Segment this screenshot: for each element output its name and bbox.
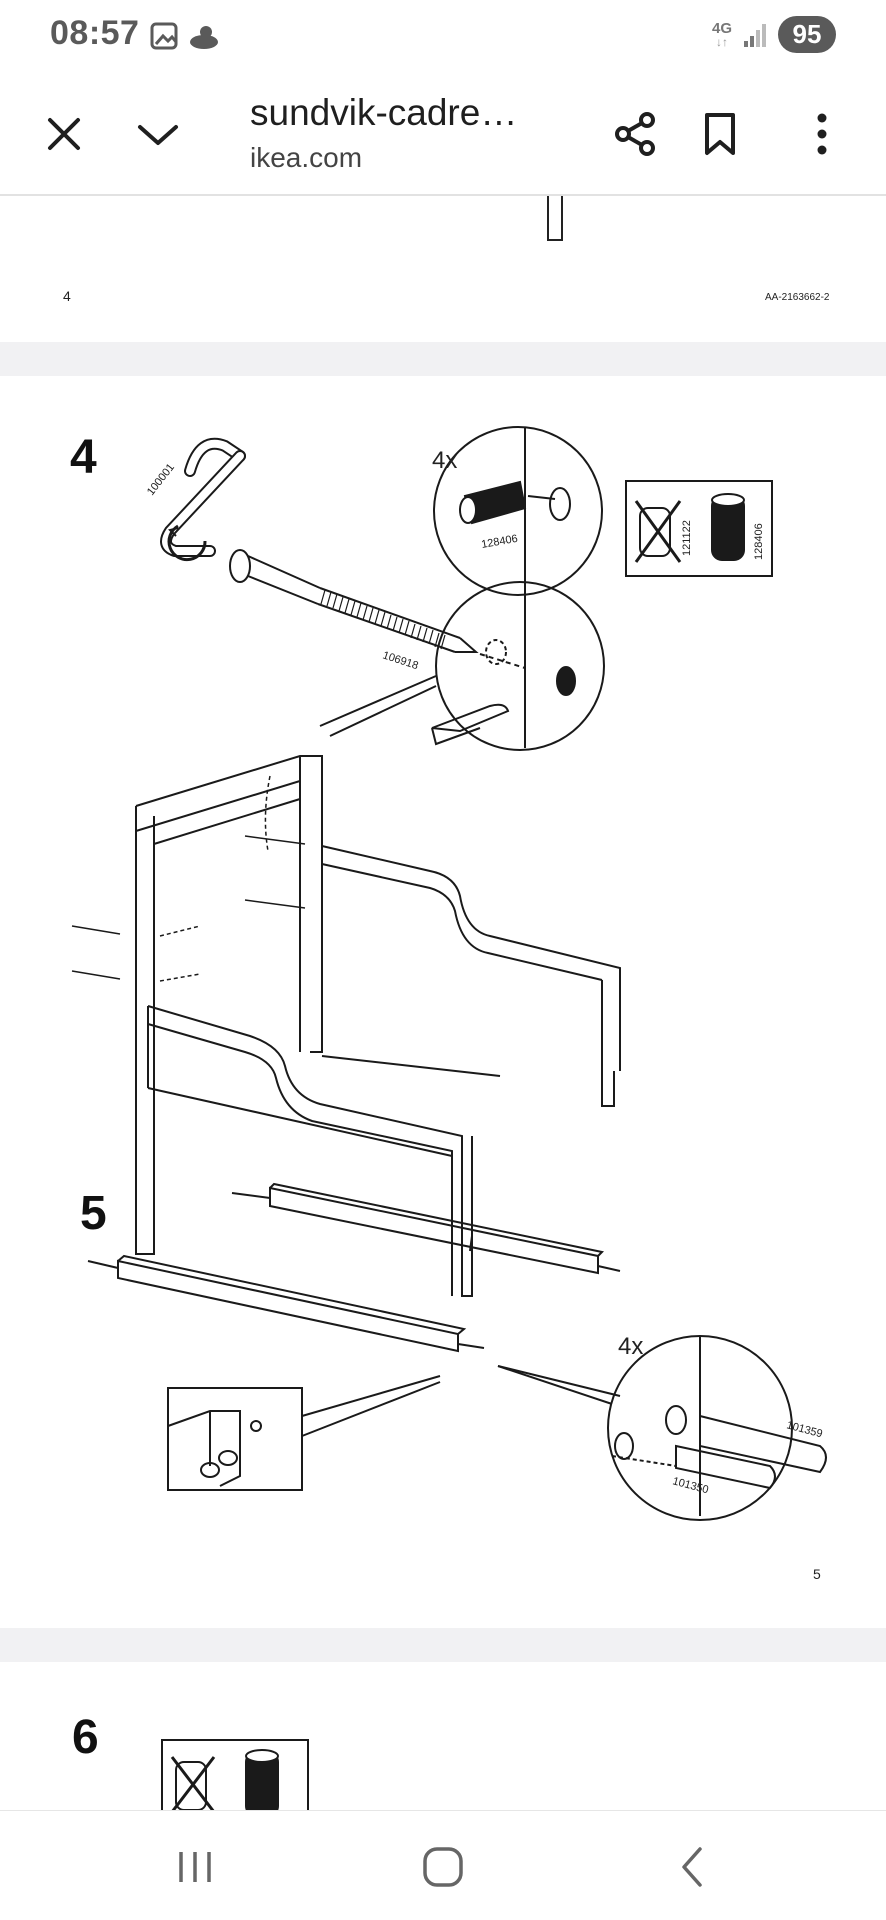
signal-icon: [744, 23, 766, 47]
part-label-bolt: 106918: [381, 649, 420, 672]
assembly-illustration: 100001 106918 4x 128406: [71, 426, 827, 1521]
system-navigation-bar: [0, 1810, 886, 1920]
weather-icon: [190, 26, 218, 49]
quantity-label-dowels: 4x: [618, 1333, 643, 1360]
detail-circle-cam-nut: [433, 426, 603, 596]
notification-icons: [148, 18, 228, 59]
wrong-part-icon-next: [170, 1756, 216, 1810]
page-domain: ikea.com: [250, 142, 363, 173]
status-right: 4G ↓↑ 95: [712, 16, 836, 53]
part-label-wrong: 121122: [681, 520, 693, 556]
step-number-5: 5: [80, 1187, 107, 1240]
battery-badge: 95: [778, 16, 836, 53]
part-label-dowel-b: 101350: [671, 1475, 710, 1496]
correct-part-icon: [711, 493, 745, 561]
leg-fragment-illustration: [547, 196, 563, 241]
share-button[interactable]: [606, 104, 666, 164]
status-time: 08:57: [50, 14, 140, 52]
part-label-cam-nut: 128406: [480, 533, 518, 551]
chevron-down-icon: [138, 125, 178, 145]
close-button[interactable]: [34, 104, 94, 164]
bed-frame-bolts: [71, 775, 306, 982]
more-options-button[interactable]: [792, 104, 852, 164]
recent-apps-button[interactable]: [150, 1839, 240, 1895]
home-button[interactable]: [398, 1839, 488, 1895]
warning-parts-box: [625, 480, 773, 577]
pdf-viewer[interactable]: 4 AA-2163662-2 4 5 100001: [0, 196, 886, 1810]
page-number-prev: 4: [63, 288, 71, 304]
detail-box-rail-end: [167, 1375, 441, 1491]
side-rail-top: [231, 1182, 621, 1275]
warning-parts-box-next: [161, 1739, 309, 1810]
network-label: 4G: [711, 19, 732, 37]
gallery-notification-icon: [150, 22, 178, 50]
part-label-correct: 128406: [753, 523, 765, 560]
article-code: AA-2163662-2: [765, 292, 830, 303]
bookmark-button[interactable]: [690, 104, 750, 164]
correct-part-icon-next: [245, 1749, 279, 1810]
share-icon: [615, 112, 655, 156]
page-number: 5: [813, 1566, 821, 1582]
detail-circle-screwdriver: [319, 581, 605, 751]
pdf-page-5: 4 5 100001 106918: [0, 376, 886, 1628]
recent-apps-icon: [179, 1852, 211, 1882]
home-icon: [423, 1847, 463, 1887]
pdf-page-4: 4 AA-2163662-2: [0, 196, 886, 342]
status-bar: 08:57 4G ↓↑ 95: [0, 0, 886, 70]
more-vertical-icon: [817, 113, 827, 155]
pdf-page-6: 6: [0, 1662, 886, 1810]
step-number-4: 4: [70, 431, 97, 484]
detail-circle-dowels: [497, 1335, 827, 1521]
wrong-part-icon: [634, 500, 682, 563]
bolt-thread: [320, 589, 446, 650]
collapse-button[interactable]: [128, 104, 188, 164]
network-indicator: 4G ↓↑: [711, 19, 732, 49]
bed-frame-illustration: [135, 755, 621, 1297]
allen-key-illustration: [160, 437, 246, 562]
browser-toolbar: sundvik-cadre… ikea.com: [0, 70, 886, 196]
side-rail-bottom: [87, 1254, 485, 1353]
part-label-allen-key: 100001: [145, 462, 177, 498]
back-button[interactable]: [646, 1839, 736, 1895]
bookmark-icon: [705, 113, 735, 155]
quantity-label-cam-nut: 4x: [432, 447, 457, 474]
step-number-6: 6: [72, 1711, 99, 1764]
back-icon: [682, 1847, 702, 1887]
page-title: sundvik-cadre…: [250, 92, 518, 133]
close-icon: [48, 118, 80, 150]
bolt-illustration: [229, 549, 479, 653]
